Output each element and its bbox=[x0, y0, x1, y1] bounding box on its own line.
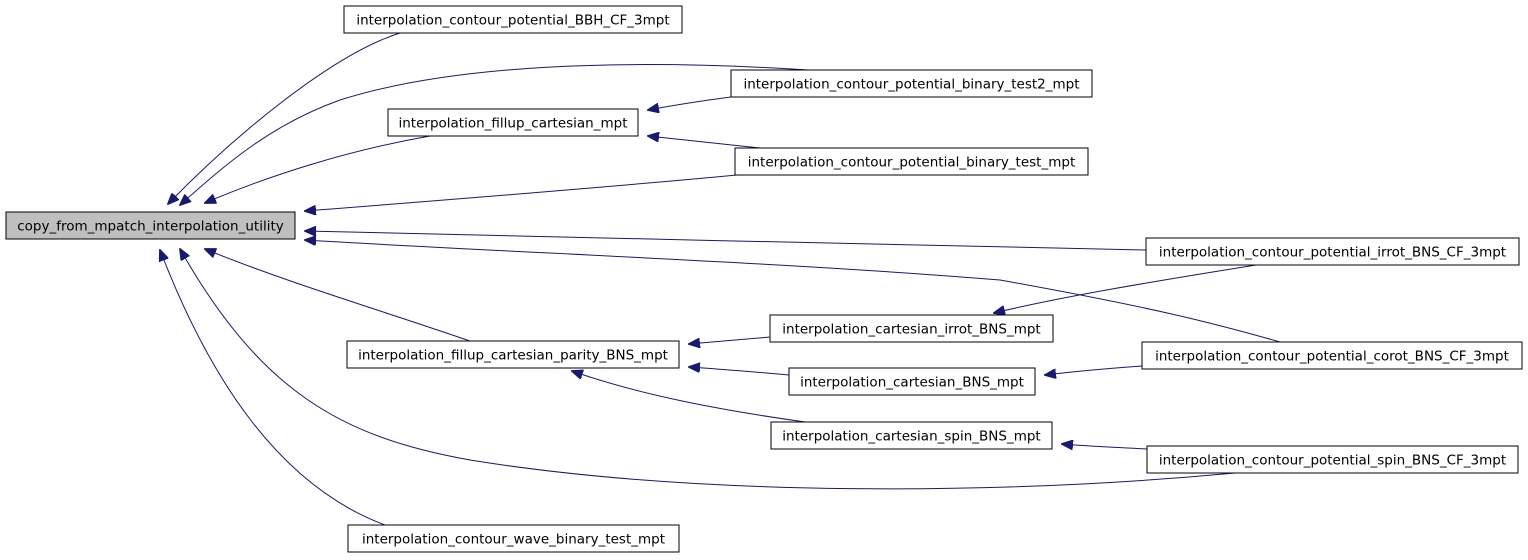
node-box bbox=[347, 524, 680, 553]
node-label: interpolation_cartesian_spin_BNS_mpt bbox=[782, 429, 1040, 445]
node-label: interpolation_contour_potential_binary_t… bbox=[743, 77, 1079, 93]
edge-n8-to-n0 bbox=[305, 240, 1281, 343]
node-label: interpolation_fillup_cartesian_parity_BN… bbox=[358, 348, 668, 364]
caller-node[interactable]: interpolation_cartesian_spin_BNS_mpt bbox=[770, 421, 1053, 450]
edge-n4-to-n3 bbox=[648, 136, 761, 149]
node-box bbox=[1141, 341, 1523, 370]
node-box bbox=[5, 211, 296, 240]
root-node[interactable]: copy_from_mpatch_interpolation_utility bbox=[5, 211, 296, 240]
node-label: interpolation_contour_potential_BBH_CF_3… bbox=[356, 13, 669, 29]
edge-n4-to-n0 bbox=[305, 174, 738, 211]
node-label: interpolation_contour_potential_spin_BNS… bbox=[1159, 453, 1506, 469]
caller-node[interactable]: interpolation_contour_wave_binary_test_m… bbox=[347, 524, 680, 553]
edge-n7-to-n0 bbox=[205, 249, 471, 342]
edge-n1-to-n0 bbox=[168, 32, 401, 204]
edge-n2-to-n0 bbox=[180, 64, 809, 205]
node-label: interpolation_contour_potential_corot_BN… bbox=[1155, 349, 1509, 365]
node-box bbox=[1145, 237, 1520, 266]
node-label: copy_from_mpatch_interpolation_utility bbox=[17, 219, 283, 235]
caller-node[interactable]: interpolation_contour_potential_irrot_BN… bbox=[1145, 237, 1520, 266]
node-box bbox=[734, 147, 1089, 176]
node-label: interpolation_contour_potential_binary_t… bbox=[748, 155, 1076, 171]
caller-node[interactable]: interpolation_fillup_cartesian_parity_BN… bbox=[346, 340, 680, 369]
edge-n11-to-n10 bbox=[1062, 444, 1148, 449]
caller-node[interactable]: interpolation_fillup_cartesian_mpt bbox=[387, 108, 639, 137]
node-label: interpolation_cartesian_irrot_BNS_mpt bbox=[782, 322, 1040, 338]
caller-node[interactable]: interpolation_contour_potential_spin_BNS… bbox=[1146, 445, 1519, 474]
edge-n5-to-n6 bbox=[994, 264, 1257, 313]
caller-node[interactable]: interpolation_contour_potential_binary_t… bbox=[730, 69, 1093, 98]
edge-n2-to-n3 bbox=[648, 96, 732, 110]
node-box bbox=[788, 367, 1036, 396]
caller-node[interactable]: interpolation_contour_potential_BBH_CF_3… bbox=[343, 5, 683, 34]
edge-n11-to-n0 bbox=[180, 249, 1236, 490]
node-box bbox=[1146, 445, 1519, 474]
edges-layer bbox=[160, 32, 1281, 526]
node-box bbox=[343, 5, 683, 34]
edge-n12-to-n0 bbox=[160, 250, 386, 526]
caller-node[interactable]: interpolation_contour_potential_corot_BN… bbox=[1141, 341, 1523, 370]
node-label: interpolation_contour_potential_irrot_BN… bbox=[1159, 245, 1506, 261]
node-label: interpolation_cartesian_BNS_mpt bbox=[800, 375, 1024, 391]
node-label: interpolation_contour_wave_binary_test_m… bbox=[362, 532, 665, 548]
node-box bbox=[769, 314, 1054, 343]
caller-node[interactable]: interpolation_contour_potential_binary_t… bbox=[734, 147, 1089, 176]
edge-n9-to-n7 bbox=[689, 367, 790, 376]
caller-node[interactable]: interpolation_cartesian_BNS_mpt bbox=[788, 367, 1036, 396]
nodes-layer: copy_from_mpatch_interpolation_utilityin… bbox=[5, 5, 1523, 553]
edge-n6-to-n7 bbox=[689, 336, 771, 344]
edge-n3-to-n0 bbox=[205, 135, 431, 203]
edge-n5-to-n0 bbox=[305, 231, 1147, 251]
caller-node[interactable]: interpolation_cartesian_irrot_BNS_mpt bbox=[769, 314, 1054, 343]
node-label: interpolation_fillup_cartesian_mpt bbox=[398, 116, 627, 132]
node-box bbox=[387, 108, 639, 137]
node-box bbox=[730, 69, 1093, 98]
edge-n8-to-n9 bbox=[1045, 365, 1143, 375]
edge-n10-to-n7 bbox=[572, 371, 806, 423]
node-box bbox=[346, 340, 680, 369]
node-box bbox=[770, 421, 1053, 450]
